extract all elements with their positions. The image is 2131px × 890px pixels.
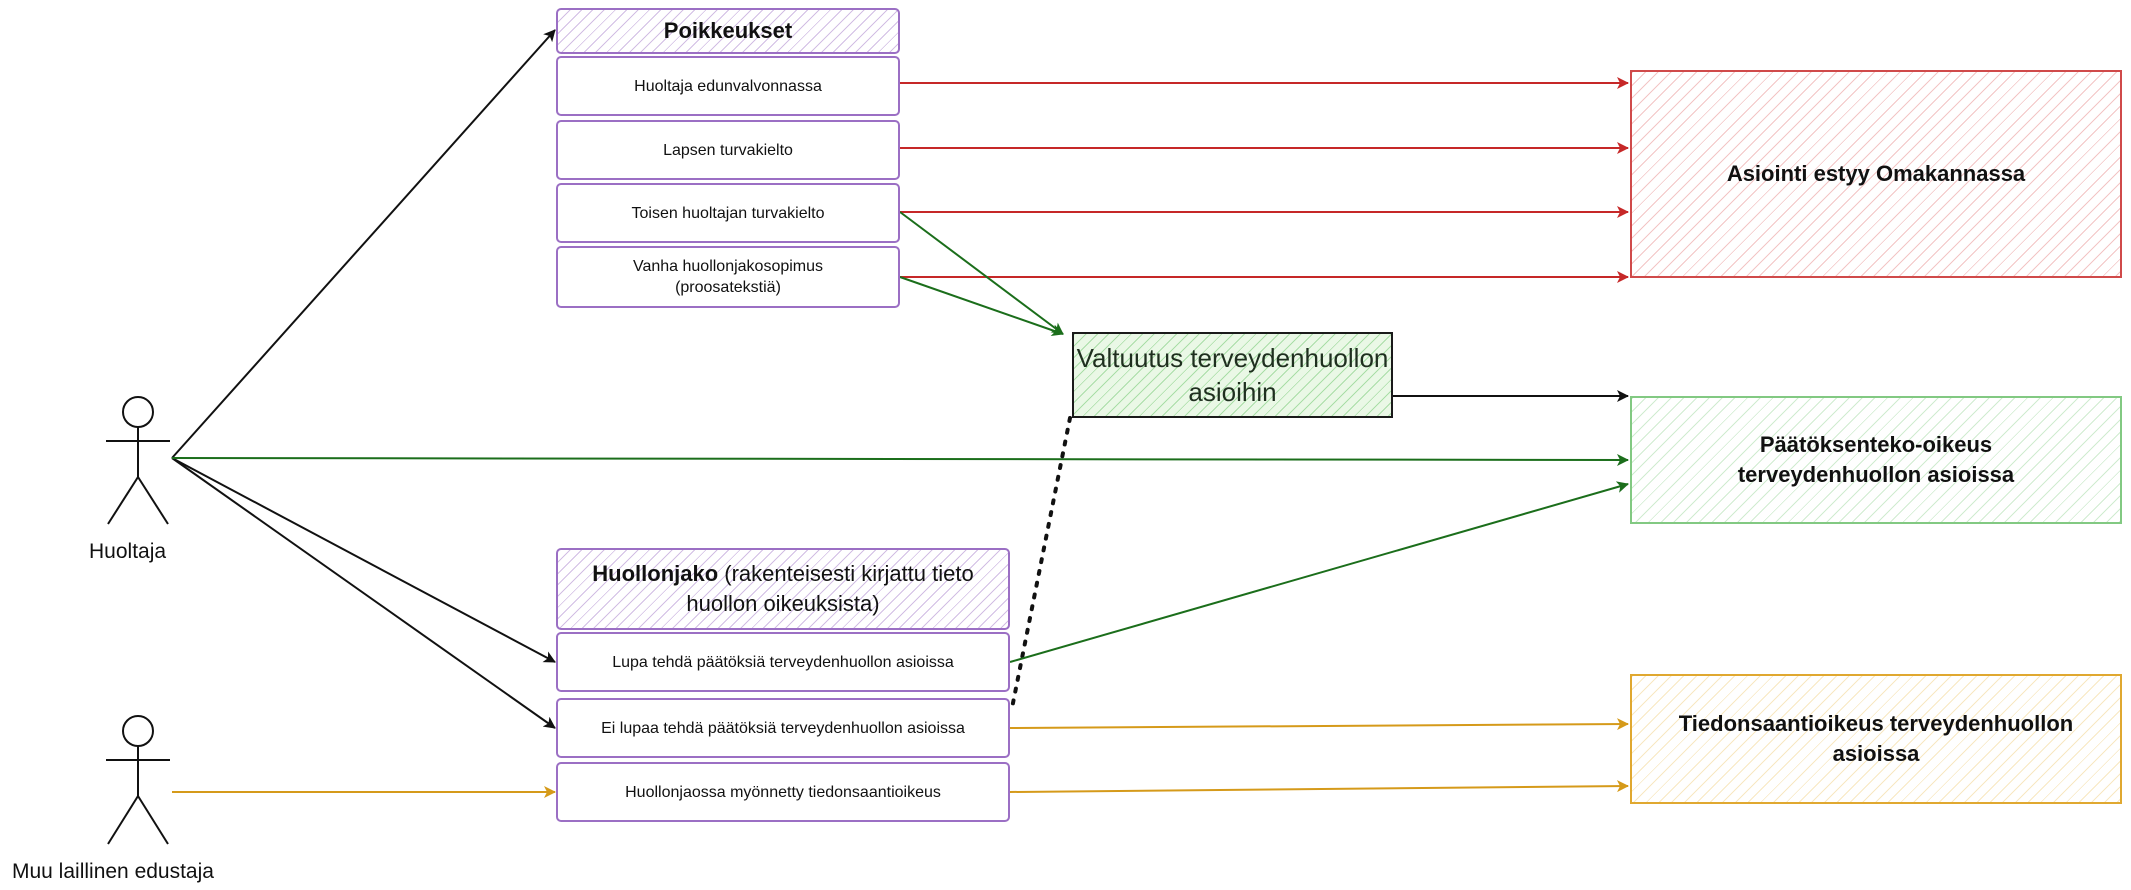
actor-huoltaja-figure: [106, 396, 170, 525]
huollonjako-item-label: Huollonjaossa myönnetty tiedonsaantioike…: [625, 783, 941, 801]
arrow-huoltaja-to-poikkeukset: [171, 29, 556, 459]
target-tiedonsaanti: Tiedonsaantioikeus terveydenhuollon asio…: [1630, 674, 2122, 804]
target-paatoksenteko: Päätöksenteko-oikeus terveydenhuollon as…: [1630, 396, 2122, 524]
dotted-link-valtuutus-ei-lupaa: [1010, 416, 1072, 710]
poikkeus-item: Huoltaja edunvalvonnassa: [556, 56, 900, 116]
arrow-toisen-turvakielto-to-valtuutus: [899, 211, 1064, 335]
valtuutus-label: Valtuutus terveydenhuollon asioihin: [1076, 343, 1389, 407]
poikkeus-item: Toisen huoltajan turvakielto: [556, 183, 900, 243]
huollonjako-header: Huollonjako (rakenteisesti kirjattu tiet…: [556, 548, 1010, 630]
arrow-huollonjaossa-to-tiedonsaanti: [1009, 780, 1629, 793]
target-paatoksenteko-label: Päätöksenteko-oikeus terveydenhuollon as…: [1737, 432, 2015, 487]
poikkeus-item: Vanha huollonjakosopimus (proosatekstiä): [556, 246, 900, 308]
arrow-vanha-to-valtuutus: [899, 276, 1064, 337]
huollonjako-title-bold: Huollonjako: [592, 561, 719, 586]
poikkeus-item-label: Toisen huoltajan turvakielto: [631, 204, 825, 222]
poikkeus-item-label: Huoltaja edunvalvonnassa: [634, 77, 822, 95]
target-tiedonsaanti-label: Tiedonsaantioikeus terveydenhuollon asio…: [1678, 711, 2074, 766]
huollonjako-title: Huollonjako (rakenteisesti kirjattu tiet…: [568, 559, 998, 619]
arrow-lupa-to-paatoksenteko: [1009, 481, 1629, 663]
poikkeukset-title: Poikkeukset: [663, 18, 793, 43]
huollonjako-item-label: Lupa tehdä päätöksiä terveydenhuollon as…: [612, 653, 954, 671]
poikkeukset-header: Poikkeukset: [556, 8, 900, 54]
poikkeus-item-label: Lapsen turvakielto: [663, 141, 793, 159]
huollonjako-item-label: Ei lupaa tehdä päätöksiä terveydenhuollo…: [601, 719, 965, 737]
huollonjako-item: Huollonjaossa myönnetty tiedonsaantioike…: [556, 762, 1010, 822]
huollonjako-item: Lupa tehdä päätöksiä terveydenhuollon as…: [556, 632, 1010, 692]
arrow-huoltaja-to-lupa: [171, 457, 556, 663]
actor-huoltaja-label: Huoltaja: [89, 540, 167, 563]
actor-muu-label: Muu laillinen edustaja: [12, 860, 214, 883]
valtuutus-box: Valtuutus terveydenhuollon asioihin: [1072, 332, 1393, 418]
poikkeus-item-label: Vanha huollonjakosopimus (proosatekstiä): [632, 258, 824, 296]
target-asiointi-estyy: Asiointi estyy Omakannassa: [1630, 70, 2122, 278]
huollonjako-title-rest: (rakenteisesti kirjattu tieto huollon oi…: [686, 561, 974, 616]
actor-muu-figure: [106, 715, 170, 845]
arrow-ei-lupaa-to-tiedonsaanti: [1009, 718, 1629, 731]
poikkeus-item: Lapsen turvakielto: [556, 120, 900, 180]
huollonjako-item: Ei lupaa tehdä päätöksiä terveydenhuollo…: [556, 698, 1010, 758]
arrow-huoltaja-to-ei-lupaa: [171, 457, 556, 729]
target-asiointi-estyy-label: Asiointi estyy Omakannassa: [1726, 161, 2026, 186]
arrow-huoltaja-to-paatoksenteko: [171, 453, 1629, 466]
